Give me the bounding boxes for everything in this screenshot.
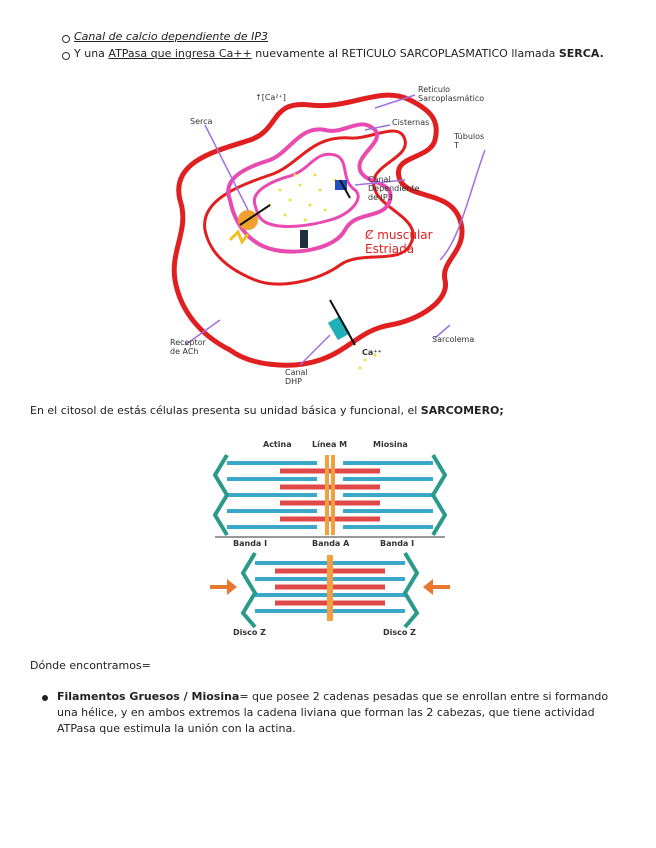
serca-mid-text: nuevamente al RETICULO SARCOPLASMATICO l… xyxy=(252,47,559,60)
label-linea-m: Línea M xyxy=(312,440,347,449)
label-canal-dhp: Canal DHP xyxy=(285,368,315,386)
muscle-cell-diagram: Serca ↑[Ca²⁺] Retículo Sarcoplasmático C… xyxy=(160,80,490,380)
label-disco-z-right: Disco Z xyxy=(383,628,416,637)
label-cisternas: Cisternas xyxy=(392,118,429,127)
atpasa-link[interactable]: ATPasa que ingresa Ca++ xyxy=(108,47,251,60)
label-celula: Ȼ muscular Estriada xyxy=(365,228,445,256)
label-disco-z-left: Disco Z xyxy=(233,628,266,637)
label-actina: Actina xyxy=(263,440,292,449)
bullet-dot xyxy=(42,695,48,701)
label-reticulo: Retículo Sarcoplasmático xyxy=(418,85,488,103)
serca-bold: SERCA. xyxy=(559,47,604,60)
sarcomere-relaxed xyxy=(215,455,445,535)
arrow-left-icon xyxy=(423,579,450,595)
label-banda-i-right: Banda I xyxy=(380,539,414,548)
label-serca: Serca xyxy=(190,117,212,126)
reticulo-inner xyxy=(254,154,358,226)
label-miosina: Miosina xyxy=(373,440,408,449)
sarcomere-diagram: Actina Línea M Miosina Banda I Banda A B… xyxy=(205,435,455,640)
miosina-line-3: ATPasa que estimula la unión con la acti… xyxy=(57,721,637,737)
label-sarcolema: Sarcolema xyxy=(432,335,474,344)
miosina-bullet: Filamentos Gruesos / Miosina= que posee … xyxy=(57,689,637,737)
label-canal-ip3: Canal Dependiente de IP3 xyxy=(368,175,428,202)
label-ca-up: ↑[Ca²⁺] xyxy=(255,93,286,102)
list-item-serca: Y una ATPasa que ingresa Ca++ nuevamente… xyxy=(74,46,604,62)
label-banda-i-left: Banda I xyxy=(233,539,267,548)
sub-bullet xyxy=(62,52,70,60)
label-banda-a: Banda A xyxy=(312,539,349,548)
label-receptor: Receptor de ACh xyxy=(170,338,208,356)
miosina-line-1: Filamentos Gruesos / Miosina= que posee … xyxy=(57,689,637,705)
miosina-bold: Filamentos Gruesos / Miosina xyxy=(57,690,239,703)
sarcomero-bold: SARCOMERO; xyxy=(421,404,504,417)
canal-ip3-text: Canal de calcio dependiente de IP3 xyxy=(74,30,268,43)
sub-bullet xyxy=(62,35,70,43)
sarcomere-contracted xyxy=(243,553,417,627)
dark-channel xyxy=(300,230,308,248)
dhp-channel xyxy=(328,316,350,340)
sarcomero-text: En el citosol de estás células presenta … xyxy=(30,404,421,417)
sarcolema-inner xyxy=(205,131,414,284)
serca-pre-text: Y una xyxy=(74,47,108,60)
arrow-right-icon xyxy=(210,579,237,595)
label-tubulos: Túbulos T xyxy=(454,132,490,150)
list-item-canal-ip3: Canal de calcio dependiente de IP3 xyxy=(74,29,268,45)
donde-paragraph: Dónde encontramos= xyxy=(30,658,151,674)
miosina-text-1: = que posee 2 cadenas pesadas que se enr… xyxy=(239,690,608,703)
sarcomero-paragraph: En el citosol de estás células presenta … xyxy=(30,403,504,419)
label-ca: Ca⁺⁺ xyxy=(362,348,382,357)
sarcomere-drawing xyxy=(205,435,455,640)
miosina-line-2: una hélice, y en ambos extremos la caden… xyxy=(57,705,637,721)
